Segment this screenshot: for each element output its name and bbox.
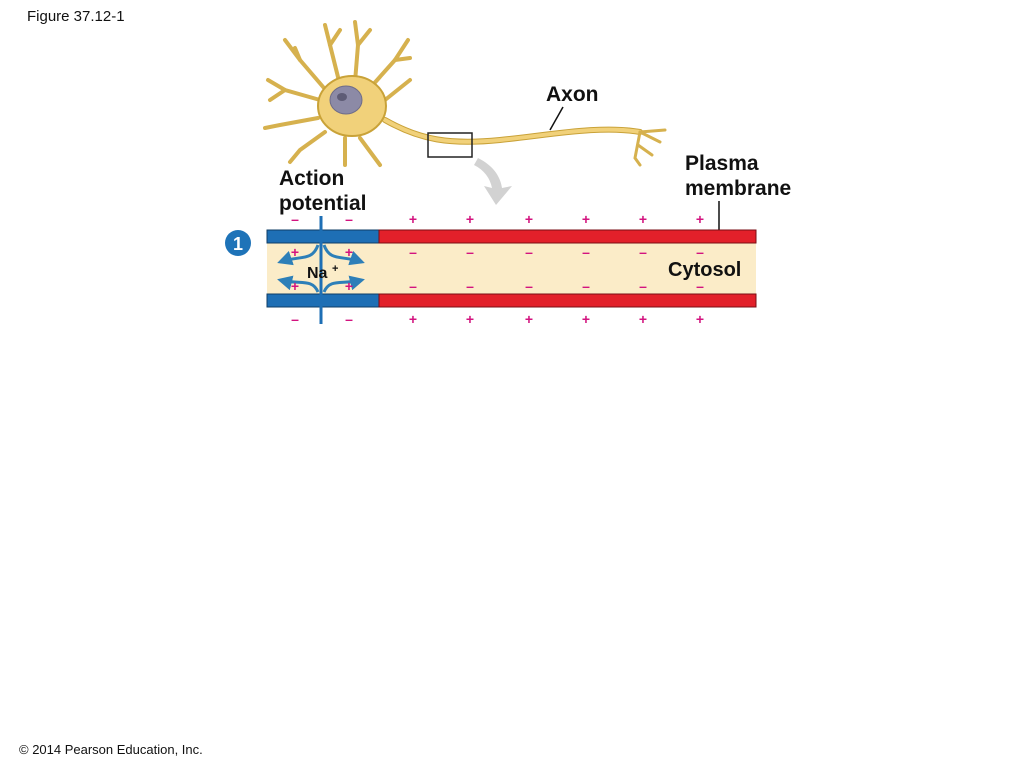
- charge-top-outside-6: +: [582, 211, 590, 227]
- dendrites: [263, 20, 412, 167]
- charge-bottom-inside-8: –: [696, 278, 704, 294]
- charge-bottom-outside-8: +: [696, 311, 704, 327]
- charge-bottom-outside-7: +: [639, 311, 647, 327]
- charge-bottom-inside-6: –: [582, 278, 590, 294]
- charge-top-outside-1: –: [291, 211, 299, 227]
- axon-label: Axon: [546, 83, 599, 106]
- step-badge-circle: [225, 230, 251, 256]
- sodium-ion-charge: +: [332, 263, 338, 275]
- charge-top-inside-7: –: [639, 244, 647, 260]
- charge-top-inside-6: –: [582, 244, 590, 260]
- action-potential-label-line2: potential: [279, 192, 367, 215]
- action-potential-label-line1: Action: [279, 167, 344, 190]
- top-membrane-resting: [378, 229, 757, 244]
- charge-bottom-inside-7: –: [639, 278, 647, 294]
- charge-bottom-outside-5: +: [525, 311, 533, 327]
- axon-fiber: [382, 117, 643, 145]
- nucleus: [329, 85, 363, 115]
- plasma-membrane-label-line1: Plasma: [685, 152, 759, 175]
- charge-bottom-inside-3: –: [409, 278, 417, 294]
- charge-top-inside-8: –: [696, 244, 704, 260]
- charge-top-outside-4: +: [466, 211, 474, 227]
- charge-bottom-inside-1: +: [291, 278, 299, 294]
- copyright-notice: © 2014 Pearson Education, Inc.: [19, 742, 203, 757]
- zoom-arrow: [474, 158, 512, 205]
- nucleolus: [337, 93, 347, 101]
- charge-top-outside-2: –: [345, 211, 353, 227]
- charge-bottom-outside-6: +: [582, 311, 590, 327]
- top-membrane-depolarized: [266, 229, 380, 244]
- figure-label: Figure 37.12-1: [27, 8, 125, 25]
- charge-top-inside-2: +: [345, 244, 353, 260]
- charge-top-outside-3: +: [409, 211, 417, 227]
- bottom-membrane-depolarized: [266, 293, 380, 308]
- charge-bottom-inside-2: +: [345, 278, 353, 294]
- charge-top-outside-7: +: [639, 211, 647, 227]
- sodium-influx-arrows: [277, 244, 365, 293]
- zoom-region-box: [427, 132, 473, 158]
- charge-top-inside-4: –: [466, 244, 474, 260]
- axon-segment: Na + Cytosol: [266, 216, 757, 324]
- axon-leader-line: [549, 106, 564, 131]
- charge-bottom-outside-2: –: [345, 311, 353, 327]
- charge-top-inside-5: –: [525, 244, 533, 260]
- plasma-membrane-label-line2: membrane: [685, 177, 791, 200]
- charge-top-outside-8: +: [696, 211, 704, 227]
- step-badge: 1: [225, 230, 251, 256]
- bottom-membrane-resting: [378, 293, 757, 308]
- charge-bottom-inside-5: –: [525, 278, 533, 294]
- step-number: 1: [233, 234, 243, 254]
- sodium-ion-label: Na: [307, 265, 328, 282]
- charge-bottom-outside-1: –: [291, 311, 299, 327]
- charge-bottom-outside-3: +: [409, 311, 417, 327]
- charge-top-outside-5: +: [525, 211, 533, 227]
- charge-top-inside-3: –: [409, 244, 417, 260]
- charge-bottom-inside-4: –: [466, 278, 474, 294]
- axon-terminals: [633, 128, 667, 167]
- charge-bottom-outside-4: +: [466, 311, 474, 327]
- cytosol-label: Cytosol: [668, 259, 741, 281]
- charge-signs: – – + + + + + + + + – – – – – – + + – – – – – – – – + + + + + +: [291, 211, 704, 327]
- neuron-illustration: [263, 20, 667, 205]
- charge-top-inside-1: +: [291, 244, 299, 260]
